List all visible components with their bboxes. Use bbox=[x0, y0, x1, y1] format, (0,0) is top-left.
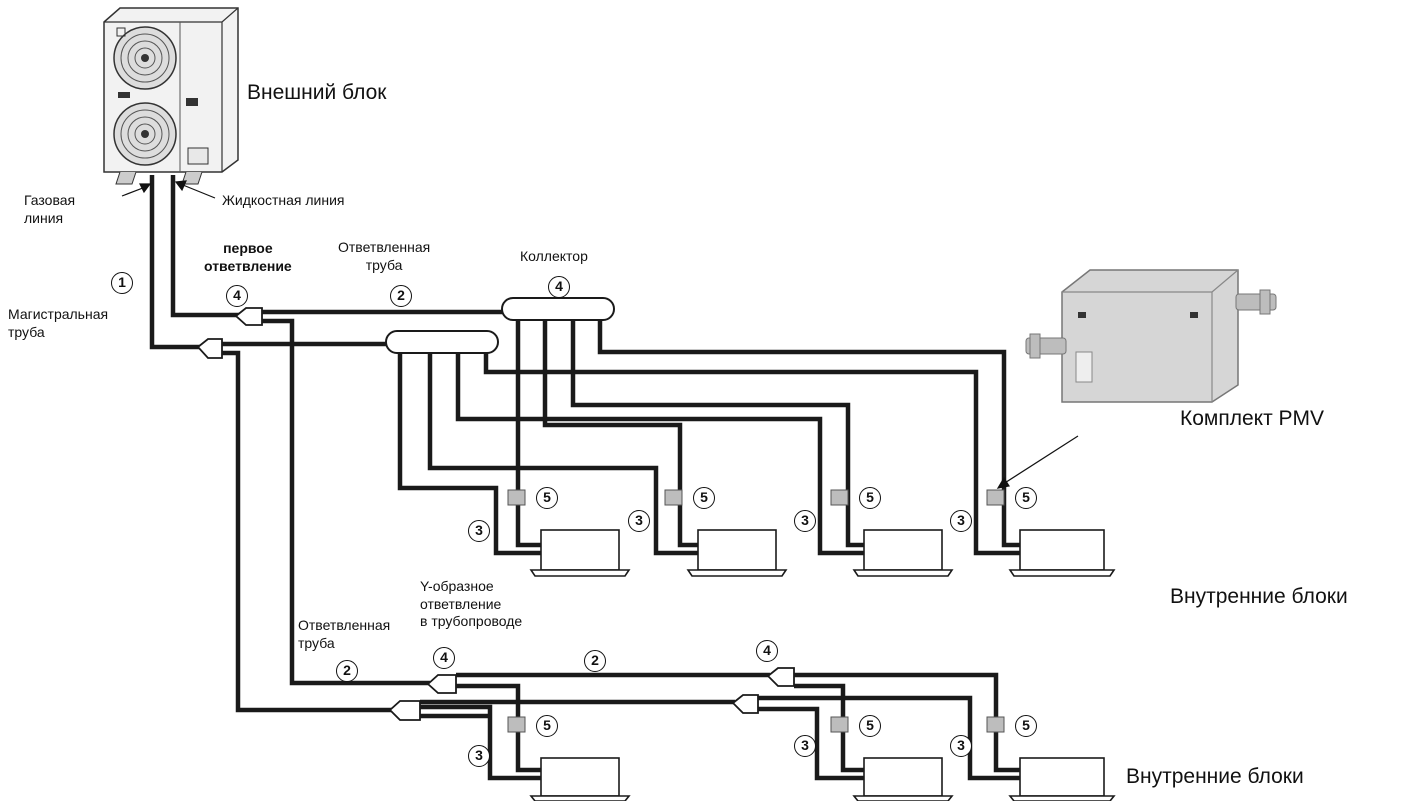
marker-4-first-branch: 4 bbox=[226, 285, 248, 307]
liquid-line-label: Жидкостная линия bbox=[222, 192, 345, 210]
main-pipe-label: Магистральная труба bbox=[8, 306, 108, 341]
marker-5-unit6: 5 bbox=[859, 715, 881, 737]
y-joint-lower-liquid-icon bbox=[428, 675, 456, 693]
pmv-kit-label: Комплект PMV bbox=[1180, 406, 1324, 432]
y-joint-right-liquid-icon bbox=[768, 668, 794, 686]
indoor-units bbox=[531, 530, 1114, 801]
marker-2-top: 2 bbox=[390, 285, 412, 307]
indoor-unit-1 bbox=[531, 530, 629, 576]
indoor-unit-3 bbox=[854, 530, 952, 576]
marker-2-bottom-mid: 2 bbox=[584, 650, 606, 672]
marker-3-unit6: 3 bbox=[794, 735, 816, 757]
indoor-unit-5 bbox=[531, 758, 629, 801]
branch-pipe-bottom-label: Ответвленная труба bbox=[298, 617, 390, 652]
marker-3-unit3: 3 bbox=[794, 510, 816, 532]
header-upper bbox=[502, 298, 614, 320]
marker-5-unit1: 5 bbox=[536, 487, 558, 509]
marker-3-unit7: 3 bbox=[950, 735, 972, 757]
marker-1: 1 bbox=[111, 272, 133, 294]
indoor-unit-6 bbox=[854, 758, 952, 801]
pmv-kit-box bbox=[1026, 270, 1276, 402]
y-joint-first-liquid-icon bbox=[236, 308, 262, 325]
first-branch-label: первое ответвление bbox=[204, 240, 292, 275]
y-joint-first-gas-icon bbox=[198, 339, 222, 358]
marker-5-unit2: 5 bbox=[693, 487, 715, 509]
y-joint-right-gas-icon bbox=[733, 695, 758, 713]
outdoor-unit bbox=[104, 8, 238, 184]
marker-3-unit4: 3 bbox=[950, 510, 972, 532]
indoor-units-top-label: Внутренние блоки bbox=[1170, 584, 1348, 610]
gas-line-label: Газовая линия bbox=[24, 192, 75, 227]
y-branch-label: Y-образное ответвление в трубопроводе bbox=[420, 578, 522, 631]
branch-pipe-top-label: Ответвленная труба bbox=[338, 239, 430, 274]
y-joint-lower-gas-icon bbox=[390, 701, 420, 720]
header-lower bbox=[386, 331, 498, 353]
fan-bottom-icon bbox=[114, 103, 176, 165]
marker-4-right-branch: 4 bbox=[756, 640, 778, 662]
outdoor-unit-label: Внешний блок bbox=[247, 80, 386, 106]
marker-3-unit5: 3 bbox=[468, 745, 490, 767]
marker-4-lower-branch: 4 bbox=[433, 647, 455, 669]
indoor-unit-2 bbox=[688, 530, 786, 576]
indoor-unit-7 bbox=[1010, 758, 1114, 801]
marker-5-unit7: 5 bbox=[1015, 715, 1037, 737]
marker-3-unit2: 3 bbox=[628, 510, 650, 532]
indoor-unit-4 bbox=[1010, 530, 1114, 576]
marker-5-unit4: 5 bbox=[1015, 487, 1037, 509]
marker-2-bottom-left: 2 bbox=[336, 660, 358, 682]
marker-4-header: 4 bbox=[548, 276, 570, 298]
header-label: Коллектор bbox=[520, 248, 588, 266]
marker-5-unit3: 5 bbox=[859, 487, 881, 509]
marker-5-unit5: 5 bbox=[536, 715, 558, 737]
indoor-units-bottom-label: Внутренние блоки bbox=[1126, 764, 1304, 790]
marker-3-unit1: 3 bbox=[468, 520, 490, 542]
